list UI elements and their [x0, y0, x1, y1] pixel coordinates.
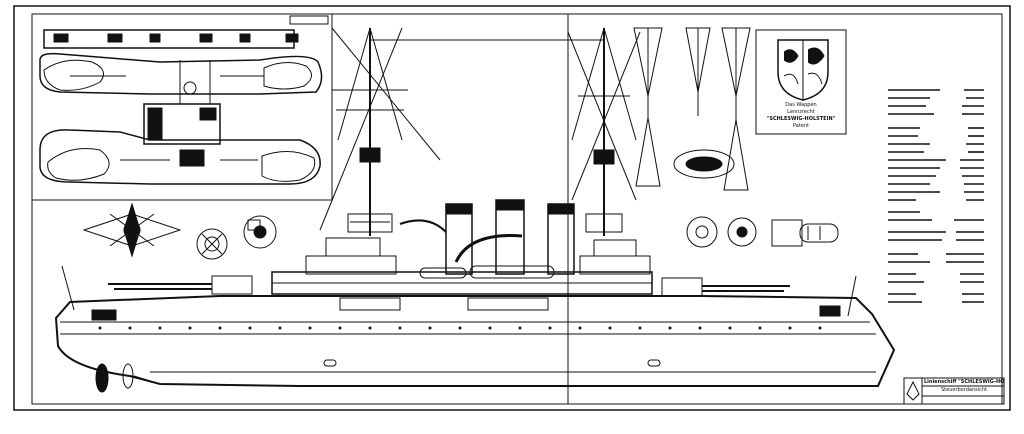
detail-boat-plan: [673, 149, 735, 179]
hull: [54, 295, 896, 387]
signal-pennants-icon: [633, 27, 751, 191]
deck-plan-inset: [31, 13, 333, 201]
detail-searchlight-center: [243, 215, 277, 249]
specifications-table: [888, 89, 984, 303]
inset-label-box: [289, 15, 329, 25]
crest-caption-line4: Patent: [792, 123, 810, 129]
upper-deck-outline: [39, 52, 323, 95]
propellers-icon: [95, 363, 161, 393]
superstructure: [271, 237, 653, 295]
crest-caption-line2: Lennzrecht: [787, 109, 815, 115]
boat-crane: [399, 219, 447, 233]
detail-gun-turret: [771, 219, 839, 247]
drawing-title: Linienschiff "SCHLESWIG-HOLSTEIN": [924, 379, 1004, 385]
detail-searchlight-left: [196, 228, 228, 260]
crest-frame: [755, 29, 847, 135]
inner-border: [31, 13, 1003, 405]
sheet-border: [13, 5, 1011, 411]
crest-caption-line1: Das Wappen: [785, 102, 817, 108]
fore-turret: [108, 275, 253, 295]
lower-deck-outline: [39, 129, 321, 185]
foremast: [319, 27, 441, 236]
title-block: Linienschiff "SCHLESWIG-HOLSTEIN" Steuer…: [924, 378, 1004, 394]
detail-searchlight-right: [686, 216, 757, 248]
title-block-frame: [903, 377, 1005, 405]
coat-of-arms-icon: [777, 39, 829, 101]
boat-crane-aft: [454, 234, 523, 263]
funnel-aft: [547, 203, 575, 275]
drawing-subtitle: Steuerbordansicht: [941, 387, 987, 393]
hull-portholes: [98, 326, 822, 330]
hull-hatch: [647, 359, 661, 367]
ensign-staff: [847, 275, 857, 317]
funnel-fore: [445, 203, 473, 275]
crest-caption: Das Wappen Lennzrecht "SCHLESWIG-HOLSTEI…: [758, 102, 844, 130]
deck-plan-frame: [31, 13, 333, 201]
hull-hatch: [323, 359, 337, 367]
mainmast: [567, 27, 641, 236]
aft-turret: [661, 277, 790, 297]
crest-caption-name: "SCHLESWIG-HOLSTEIN": [766, 116, 836, 122]
compass-rose-icon: [82, 202, 182, 258]
